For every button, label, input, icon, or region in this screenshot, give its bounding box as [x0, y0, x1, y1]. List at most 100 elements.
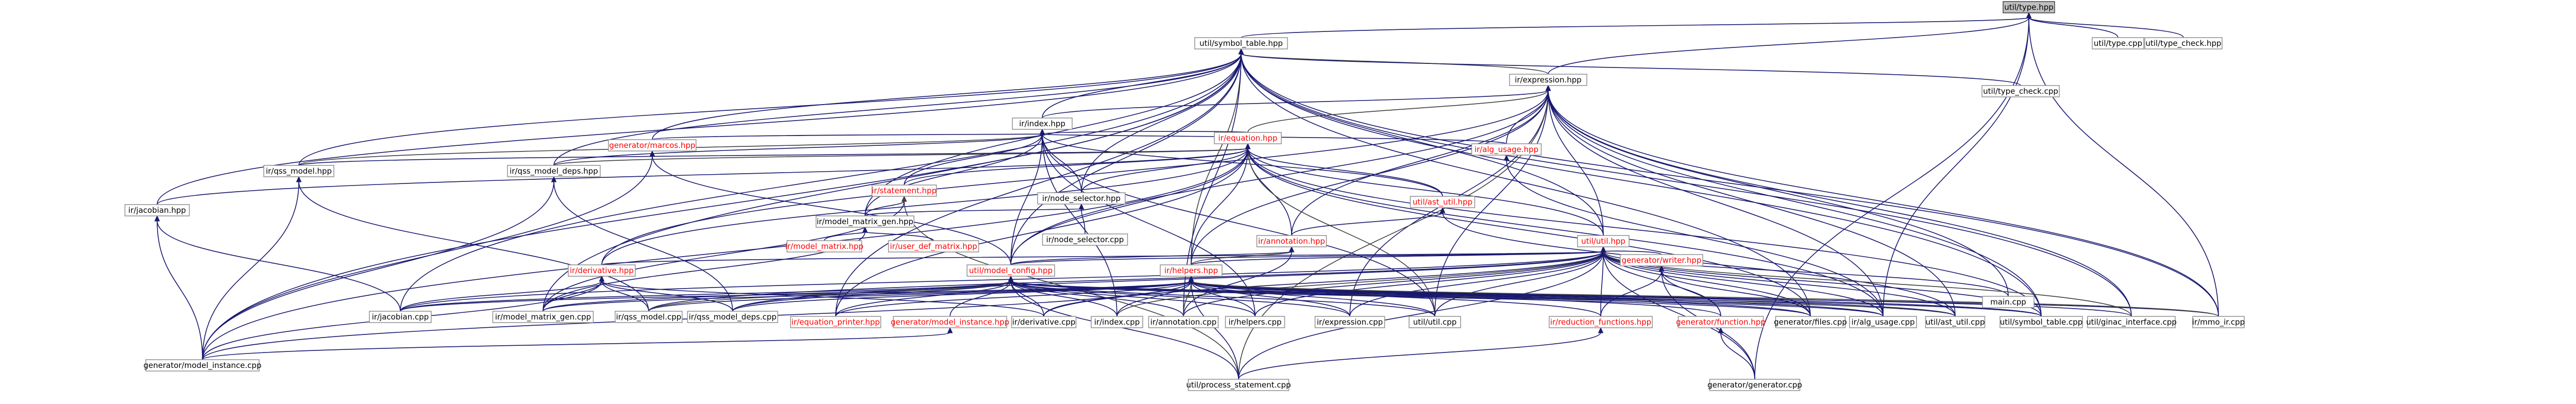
node-label: ir/derivative.hpp — [570, 266, 634, 275]
edge-util_hpp-to-qss_model_deps_cpp — [732, 246, 1606, 312]
edge-qss_model_hpp-to-qss_model_cpp — [296, 176, 649, 312]
node-mmo-ir-cpp[interactable]: ir/mmo_ir.cpp — [2192, 316, 2245, 328]
node-model-matrix-gen-cpp[interactable]: ir/model_matrix_gen.cpp — [492, 311, 594, 323]
node-writer-hpp[interactable]: generator/writer.hpp — [1620, 254, 1703, 266]
node-model-config-hpp[interactable]: util/model_config.hpp — [967, 264, 1055, 277]
node-index-cpp[interactable]: ir/index.cpp — [1091, 316, 1143, 328]
node-alg-usage-hpp[interactable]: ir/alg_usage.hpp — [1471, 143, 1542, 156]
edge-function_hpp-to-generator_cpp — [1718, 327, 1755, 380]
node-reduction-functions-hpp[interactable]: ir/reduction_functions.hpp — [1549, 316, 1653, 328]
node-label: ir/equation.hpp — [1218, 133, 1278, 143]
node-jacobian-hpp[interactable]: ir/jacobian.hpp — [124, 204, 190, 216]
node-marcos-hpp[interactable]: generator/marcos.hpp — [608, 139, 697, 152]
node-model-matrix-hpp[interactable]: ir/model_matrix.hpp — [785, 240, 863, 252]
node-label: ir/alg_usage.cpp — [1851, 317, 1914, 327]
node-qss-model-deps-hpp[interactable]: ir/qss_model_deps.hpp — [507, 165, 601, 177]
node-annotation-cpp[interactable]: ir/annotation.cpp — [1148, 316, 1219, 328]
node-index-hpp[interactable]: ir/index.hpp — [1012, 117, 1073, 130]
node-label: util/ast_util.cpp — [1926, 317, 1985, 327]
node-label: util/type_check.hpp — [2145, 39, 2221, 48]
node-label: util/ginac_interface.cpp — [2086, 317, 2177, 327]
node-derivative-cpp[interactable]: ir/derivative.cpp — [1011, 316, 1077, 328]
node-model-matrix-gen-hpp[interactable]: ir/model_matrix_gen.hpp — [816, 215, 914, 228]
node-label: generator/files.cpp — [1774, 317, 1847, 327]
edge-helpers_hpp-to-model_matrix_gen_cpp — [543, 275, 1194, 312]
node-type-check-cpp[interactable]: util/type_check.cpp — [1981, 85, 2060, 97]
edge-qss_model_deps_hpp-to-model_instance_cpp — [202, 176, 557, 360]
node-label: util/process_statement.cpp — [1186, 380, 1291, 390]
node-label: generator/model_instance.hpp — [891, 317, 1009, 327]
node-qss-model-hpp[interactable]: ir/qss_model.hpp — [263, 165, 334, 177]
node-node-selector-hpp[interactable]: ir/node_selector.hpp — [1037, 192, 1126, 205]
edge-util_hpp-to-jacobian_cpp — [400, 246, 1606, 312]
node-label: util/type.cpp — [2094, 39, 2142, 48]
node-type-check-hpp[interactable]: util/type_check.hpp — [2144, 37, 2223, 49]
node-label: ir/helpers.cpp — [1228, 317, 1281, 327]
edge-type_hpp-to-symbol_table_hpp — [1241, 12, 2032, 38]
node-function-hpp[interactable]: generator/function.hpp — [1676, 316, 1766, 328]
node-ast-util-hpp[interactable]: util/ast_util.hpp — [1410, 196, 1476, 208]
node-user-def-matrix-hpp[interactable]: ir/user_def_matrix.hpp — [888, 240, 979, 252]
node-label: ir/alg_usage.hpp — [1475, 145, 1538, 155]
node-main-cpp[interactable]: main.cpp — [1982, 296, 2035, 308]
node-process-statement-cpp[interactable]: util/process_statement.cpp — [1186, 379, 1291, 391]
edge-symbol_table_hpp-to-type_check_cpp — [1238, 48, 2021, 86]
node-label: ir/helpers.hpp — [1164, 266, 1218, 275]
edge-node_selector_hpp-to-model_matrix_gen_hpp — [865, 203, 1084, 216]
edge-symbol_table_hpp-to-mmo_ir_cpp — [1238, 48, 2219, 317]
edge-expression_hpp-to-ast_util_cpp — [1545, 85, 1956, 317]
edge-expression_hpp-to-alg_usage_hpp — [1506, 85, 1551, 144]
edge-expression_hpp-to-mmo_ir_cpp — [1545, 85, 2219, 317]
node-expression-hpp[interactable]: ir/expression.hpp — [1509, 74, 1587, 86]
edge-expression_hpp-to-alg_usage_cpp — [1545, 85, 1884, 317]
node-qss-model-deps-cpp[interactable]: ir/qss_model_deps.cpp — [687, 311, 778, 323]
node-alg-usage-cpp[interactable]: ir/alg_usage.cpp — [1849, 316, 1917, 328]
node-qss-model-cpp[interactable]: ir/qss_model.cpp — [615, 311, 683, 323]
node-label: ir/statement.hpp — [872, 186, 937, 195]
edge-expression_hpp-to-equation_hpp — [1247, 85, 1551, 133]
node-helpers-hpp[interactable]: ir/helpers.hpp — [1160, 264, 1223, 277]
edge-derivative_hpp-to-derivative_cpp — [599, 275, 1044, 317]
node-helpers-cpp[interactable]: ir/helpers.cpp — [1225, 316, 1285, 328]
node-ast-util-cpp[interactable]: util/ast_util.cpp — [1925, 316, 1986, 328]
node-label: util/model_config.hpp — [969, 266, 1053, 276]
edge-type_hpp-to-type_check_hpp — [2026, 12, 2184, 38]
edge-symbol_table_hpp-to-expression_hpp — [1238, 48, 1549, 75]
node-annotation-hpp[interactable]: ir/annotation.hpp — [1256, 235, 1327, 247]
node-jacobian-cpp[interactable]: ir/jacobian.cpp — [369, 311, 432, 323]
node-label: ir/expression.cpp — [1317, 317, 1383, 327]
node-label: ir/equation_printer.hpp — [791, 317, 880, 327]
node-label: generator/model_instance.cpp — [144, 361, 262, 371]
node-model-instance-hpp[interactable]: generator/model_instance.hpp — [891, 316, 1009, 328]
node-model-instance-cpp[interactable]: generator/model_instance.cpp — [144, 359, 262, 372]
node-label: ir/mmo_ir.cpp — [2192, 317, 2245, 327]
node-label: util/util.cpp — [1413, 317, 1457, 327]
node-label: ir/index.hpp — [1019, 119, 1065, 128]
node-equation-hpp[interactable]: ir/equation.hpp — [1214, 132, 1282, 144]
node-ginac-interface-cpp[interactable]: util/ginac_interface.cpp — [2086, 316, 2177, 328]
node-label: ir/annotation.cpp — [1150, 317, 1217, 327]
node-util-cpp[interactable]: util/util.cpp — [1409, 316, 1461, 328]
node-statement-hpp[interactable]: ir/statement.hpp — [871, 184, 937, 197]
node-label: ir/node_selector.cpp — [1046, 235, 1124, 245]
edge-model_config_hpp-to-model_instance_hpp — [950, 275, 1014, 317]
node-label: util/symbol_table.hpp — [1199, 39, 1283, 48]
node-files-cpp[interactable]: generator/files.cpp — [1774, 316, 1847, 328]
node-node-selector-cpp[interactable]: ir/node_selector.cpp — [1042, 233, 1128, 246]
node-symbol-table-hpp[interactable]: util/symbol_table.hpp — [1194, 37, 1288, 49]
node-symbol-table-cpp[interactable]: util/symbol_table.cpp — [1999, 316, 2083, 328]
node-type-cpp[interactable]: util/type.cpp — [2092, 37, 2144, 49]
node-expression-cpp[interactable]: ir/expression.cpp — [1314, 316, 1385, 328]
node-derivative-hpp[interactable]: ir/derivative.hpp — [568, 264, 636, 277]
edge-equation_hpp-to-util_hpp — [1245, 143, 1604, 236]
node-generator-cpp[interactable]: generator/generator.cpp — [1707, 379, 1802, 391]
node-label: ir/jacobian.cpp — [372, 312, 429, 322]
node-label: ir/qss_model.hpp — [266, 166, 332, 176]
node-label: ir/qss_model_deps.hpp — [510, 166, 598, 176]
node-label: ir/derivative.cpp — [1012, 317, 1076, 327]
node-label: ir/model_matrix_gen.hpp — [817, 217, 913, 227]
edge-jacobian_hpp-to-model_instance_cpp — [154, 215, 203, 360]
node-equation-printer-hpp[interactable]: ir/equation_printer.hpp — [790, 316, 882, 328]
node-util-hpp[interactable]: util/util.hpp — [1577, 235, 1630, 247]
